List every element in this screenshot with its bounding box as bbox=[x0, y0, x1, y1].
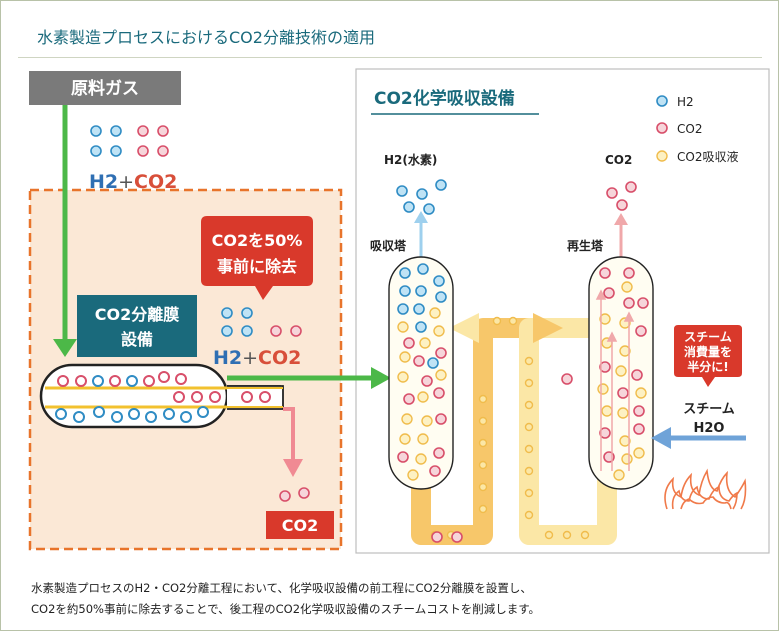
solvent-to-regenerator-arrow bbox=[533, 313, 563, 343]
solvent-loop-dots bbox=[430, 316, 590, 543]
removal-callout-line2: 事前に除去 bbox=[217, 257, 297, 276]
permeate-formula: H2+CO2 bbox=[213, 347, 301, 369]
absorber-tower-label: 吸収塔 bbox=[370, 238, 407, 253]
flame-icon bbox=[664, 468, 747, 510]
absorber-outlet-label: H2(水素) bbox=[384, 152, 437, 167]
permeate-h2: H2 bbox=[213, 347, 242, 369]
regenerator-contents bbox=[597, 267, 649, 481]
treated-gas-arrow-head bbox=[371, 367, 391, 389]
caption-line2: CO2を約50%事前に除去することで、後工程のCO2化学吸収設備のスチームコスト… bbox=[31, 602, 541, 616]
removal-callout bbox=[201, 216, 313, 300]
title-divider bbox=[18, 57, 762, 58]
solvent-return-arrow bbox=[449, 313, 479, 343]
permeate-plus: + bbox=[242, 347, 258, 369]
steam-label-line2: H2O bbox=[694, 421, 725, 436]
feed-gas-box bbox=[29, 71, 181, 105]
regenerator-flow-arrows bbox=[595, 289, 635, 471]
plant-title: CO2化学吸収設備 bbox=[374, 88, 515, 109]
figure-title: 水素製造プロセスにおけるCO2分離技術の適用 bbox=[37, 28, 375, 47]
regenerator-outlet-molecules bbox=[606, 181, 637, 211]
feed-molecules bbox=[90, 125, 169, 157]
membrane-module bbox=[39, 363, 284, 429]
feed-gas-label: 原料ガス bbox=[71, 78, 139, 99]
co2-out-arrow-head bbox=[283, 459, 303, 477]
legend-solvent-icon bbox=[656, 150, 668, 162]
steam-callout-line2: 消費量を bbox=[684, 344, 732, 359]
legend-co2-icon bbox=[656, 122, 668, 134]
feed-arrow-head bbox=[53, 339, 77, 357]
legend-co2-label: CO2 bbox=[677, 122, 702, 136]
feed-co2: CO2 bbox=[134, 171, 177, 193]
membrane-equipment-box bbox=[77, 295, 197, 357]
caption-line1: 水素製造プロセスのH2・CO2分離工程において、化学吸収設備の前工程にCO2分離… bbox=[31, 581, 532, 595]
regenerator-outlet-label: CO2 bbox=[605, 153, 632, 167]
absorber-contents bbox=[397, 263, 447, 481]
permeate-molecules bbox=[221, 307, 302, 337]
legend-h2-label: H2 bbox=[677, 95, 694, 109]
membrane-label-line2: 設備 bbox=[121, 330, 153, 349]
legend-h2-icon bbox=[656, 95, 668, 107]
removal-callout-line1: CO2を50% bbox=[212, 231, 303, 250]
feed-plus: + bbox=[118, 171, 134, 193]
steam-callout-line3: 半分に! bbox=[687, 359, 728, 374]
steam-callout bbox=[674, 325, 742, 387]
steam-label-line1: スチーム bbox=[683, 402, 735, 417]
membrane-label-line1: CO2分離膜 bbox=[95, 305, 179, 324]
absorber-outlet-molecules bbox=[396, 179, 447, 215]
caption: 水素製造プロセスのH2・CO2分離工程において、化学吸収設備の前工程にCO2分離… bbox=[31, 578, 540, 620]
legend: H2 CO2 CO2吸収液 bbox=[656, 95, 738, 164]
co2-output-label: CO2 bbox=[282, 516, 318, 535]
regenerator-tower-label: 再生塔 bbox=[567, 238, 604, 253]
feed-formula: H2+CO2 bbox=[89, 171, 177, 193]
feed-h2: H2 bbox=[89, 171, 118, 193]
legend-solvent-label: CO2吸収液 bbox=[677, 149, 738, 164]
co2-output-box bbox=[266, 511, 334, 539]
permeate-co2: CO2 bbox=[258, 347, 301, 369]
co2-out-arrow bbox=[283, 407, 295, 461]
steam-callout-line1: スチーム bbox=[684, 330, 732, 344]
steam-arrow-head bbox=[651, 427, 671, 449]
